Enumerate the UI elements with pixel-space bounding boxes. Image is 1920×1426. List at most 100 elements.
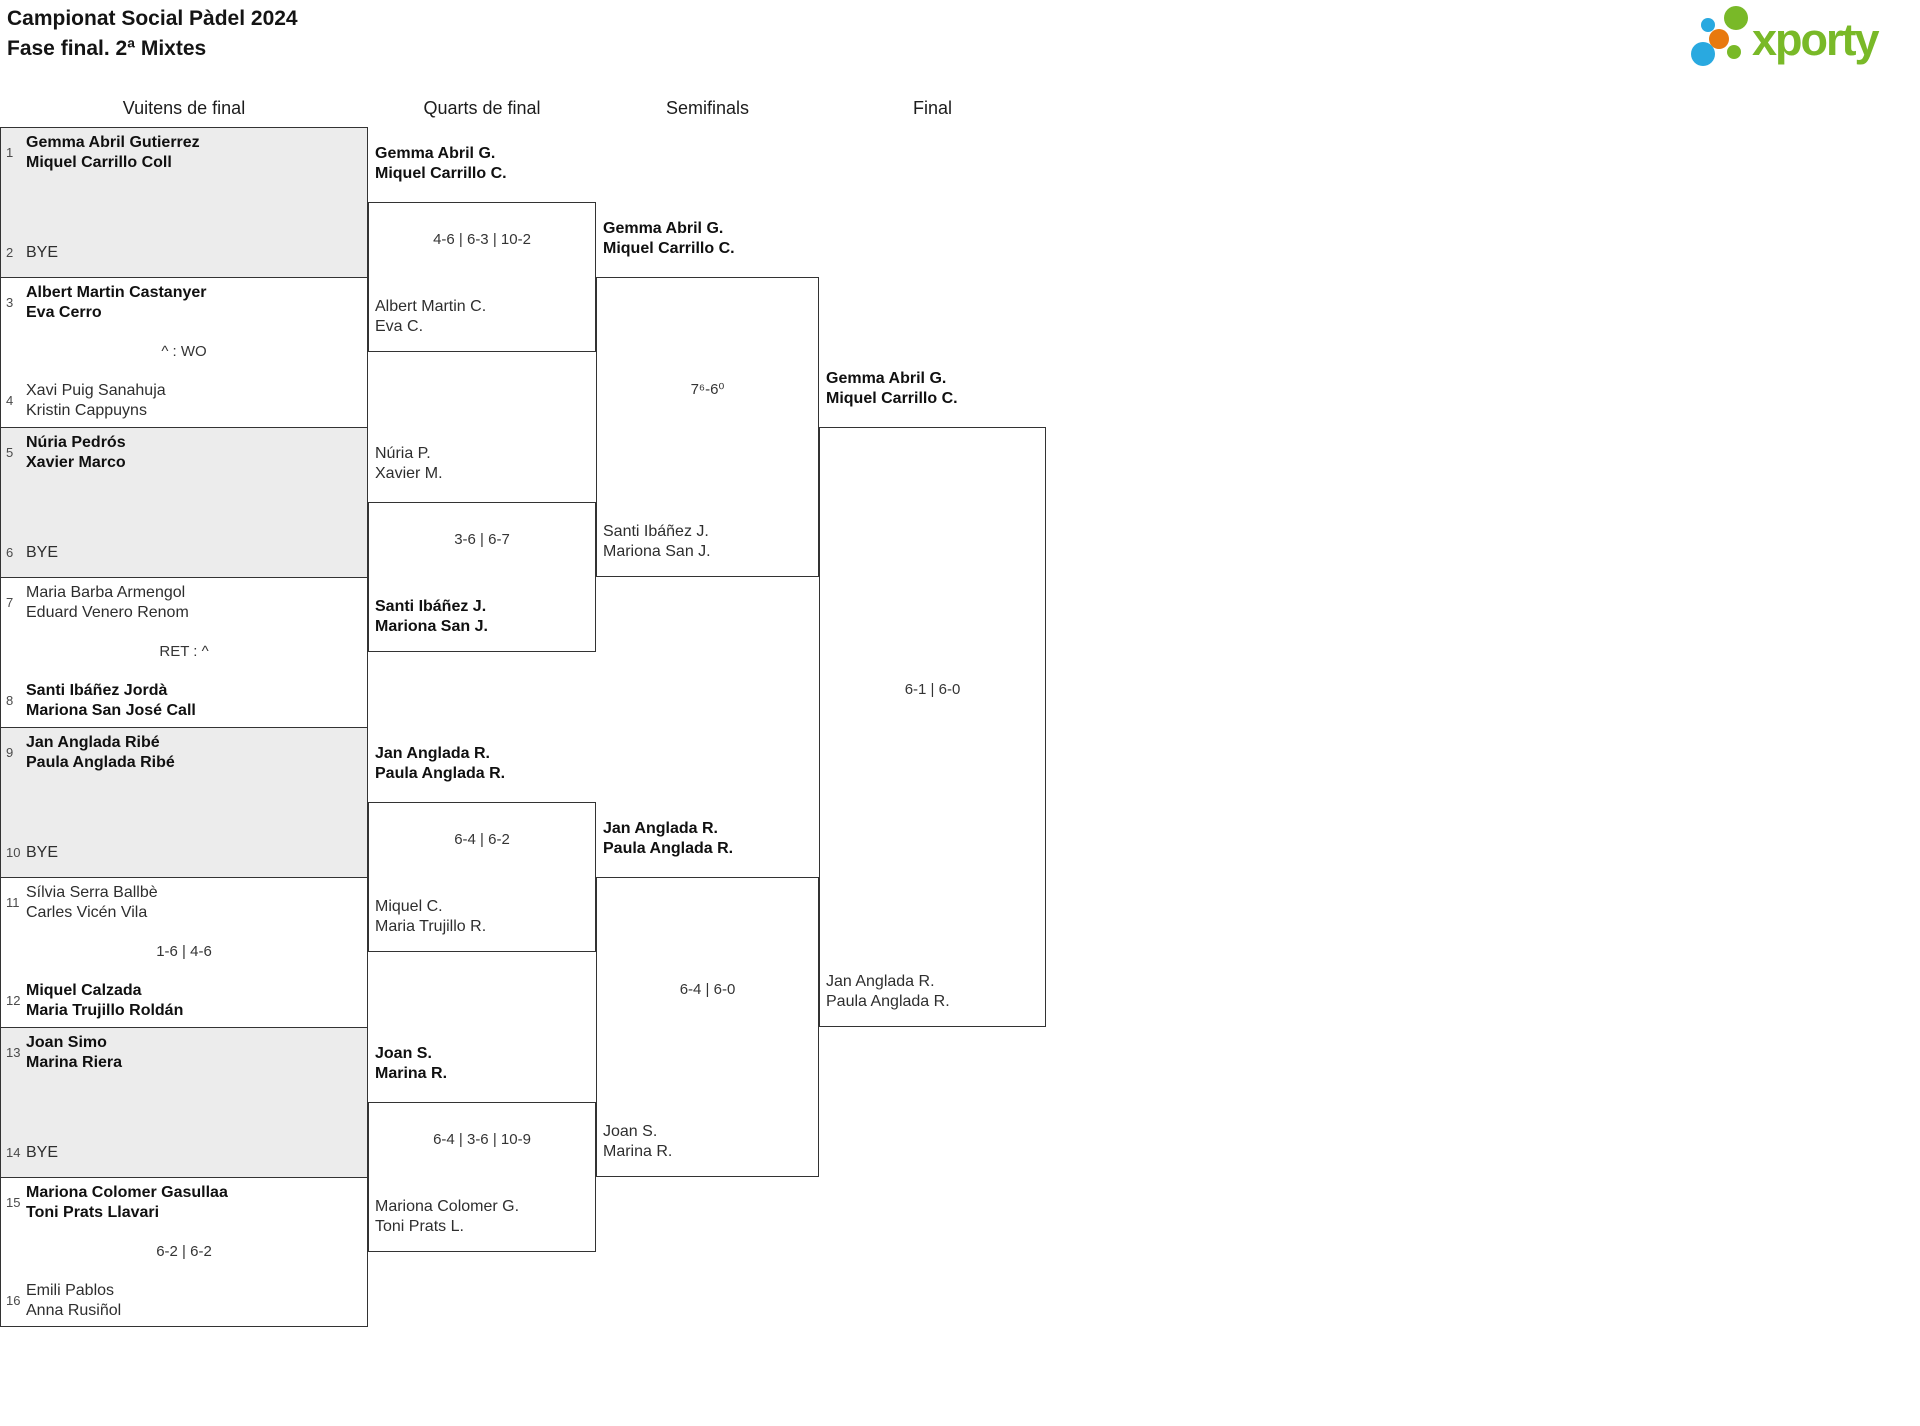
r16-match-box [0,877,368,1027]
team-name-line: Toni Prats Llavari [26,1204,160,1221]
team-name: Santi Ibáñez J.Mariona San J. [375,597,488,637]
team-name-line: Xavier Marco [26,454,126,471]
seed-label: 9 [6,745,14,760]
team-name: Jan Anglada R. Paula Anglada R. [826,972,950,1012]
logo-dot-orange [1709,29,1729,49]
round-header-3: Final [912,98,952,118]
match-score: 4-6 | 6-3 | 10-2 [433,231,531,248]
team-name: Jan Anglada R.Paula Anglada R. [603,819,733,859]
team-name: Gemma Abril G. Miquel Carrillo C. [375,144,507,184]
logo-dot-green-small [1727,45,1741,59]
team-name-line: Mariona San J. [603,543,711,560]
seed-label: 16 [6,1293,21,1308]
team-name-line: Emili Pablos [26,1282,115,1299]
team-name: Joan S.Marina R. [603,1122,672,1162]
team-name-line: Eva Cerro [26,304,102,321]
team-name-line: Santi Ibáñez Jordà [26,682,168,699]
r16-match-box [0,727,368,877]
match-box [368,802,596,952]
team-name-line: Mariona San José Call [26,702,196,719]
team-name-line: Miquel Carrillo C. [603,240,735,257]
seed-label: 1 [6,145,14,160]
team-name: Núria P.Xavier M. [375,444,443,484]
team-name-line: Joan S. [375,1045,432,1062]
team-name-line: Xavi Puig Sanahuja [26,382,166,399]
match-score: 6-4 | 3-6 | 10-9 [433,1131,531,1148]
r16-match-box [0,1027,368,1177]
team-name: Jan Anglada R. Paula Anglada R. [375,744,505,784]
match-score: ^ : WO [161,343,207,360]
team-name-line: Maria Trujillo R. [375,918,487,935]
bye-label: BYE [26,844,59,861]
team-name-line: Joan S. [603,1123,658,1140]
team-name: Gemma Abril G. Miquel Carrillo C. [603,219,735,259]
team-name-line: Sílvia Serra Ballbè [26,884,158,901]
match-score: 6-2 | 6-2 [156,1243,212,1260]
team-name-line: Santi Ibáñez J. [603,523,709,540]
seed-label: 7 [6,595,14,610]
seed-label: 8 [6,693,14,708]
team-name: Miquel C.Maria Trujillo R. [375,897,486,937]
team-name-line: Gemma Abril Gutierrez [26,134,200,151]
team-name-line: Núria Pedrós [26,434,126,451]
seed-label: 11 [6,895,20,910]
team-name-line: Eduard Venero Renom [26,604,189,621]
team-name-line: Jan Anglada R. [826,973,935,990]
page-title: Campionat Social Pàdel 2024 [7,7,298,30]
round-header-1: Quarts de final [423,98,541,118]
team-name-line: Anna Rusiñol [26,1302,122,1319]
team-name-line: Paula Anglada Ribé [26,754,175,771]
team-name: Mariona Colomer G. Toni Prats L. [375,1197,519,1237]
team-name-line: Marina Riera [26,1054,123,1071]
xporty-logo[interactable]: xporty [1690,4,1916,76]
seed-label: 5 [6,445,14,460]
team-name-line: Carles Vicén Vila [26,904,148,921]
team-name-line: Jan Anglada R. [375,745,490,762]
match-score: 7⁶-6⁰ [690,381,725,398]
team-name-line: Mariona Colomer G. [375,1198,520,1215]
team-name-line: Kristin Cappuyns [26,402,147,419]
team-name-line: Maria Barba Armengol [26,584,186,601]
team-name-line: Marina R. [375,1065,448,1082]
team-name-line: Joan Simo [26,1034,107,1051]
team-name-line: Paula Anglada R. [375,765,506,782]
team-name: Gemma Abril G.Miquel Carrillo C. [826,369,958,409]
team-name-line: Gemma Abril G. [375,145,496,162]
team-name-line: Toni Prats L. [375,1218,464,1235]
seed-label: 13 [6,1045,21,1060]
team-name-line: Eva C. [375,318,424,335]
seed-label: 2 [6,245,14,260]
seed-label: 3 [6,295,14,310]
team-name: Albert Martin C. Eva C. [375,297,486,337]
match-score: 6-4 | 6-2 [454,831,510,848]
seed-label: 14 [6,1145,21,1160]
team-name-line: Miquel Carrillo Coll [26,154,172,171]
team-name-line: Albert Martin C. [375,298,487,315]
team-name-line: Jan Anglada Ribé [26,734,160,751]
team-name-line: Santi Ibáñez J. [375,598,487,615]
team-name-line: Miquel Carrillo C. [375,165,507,182]
r16-match-box [0,577,368,727]
team-name: Santi Ibáñez J. Mariona San J. [603,522,711,562]
match-score: 1-6 | 4-6 [156,943,212,960]
team-name-line: Gemma Abril G. [603,220,724,237]
seed-label: 15 [6,1195,21,1210]
team-name-line: Maria Trujillo Roldán [26,1002,184,1019]
team-name-line: Albert Martin Castanyer [26,284,207,301]
r16-match-box [0,277,368,427]
match-score: 6-1 | 6-0 [904,681,961,698]
team-name-line: Xavier M. [375,465,443,482]
team-name-line: Paula Anglada R. [826,993,950,1010]
r16-match-box [0,1177,368,1327]
bye-label: BYE [26,244,59,261]
match-box [368,202,596,352]
